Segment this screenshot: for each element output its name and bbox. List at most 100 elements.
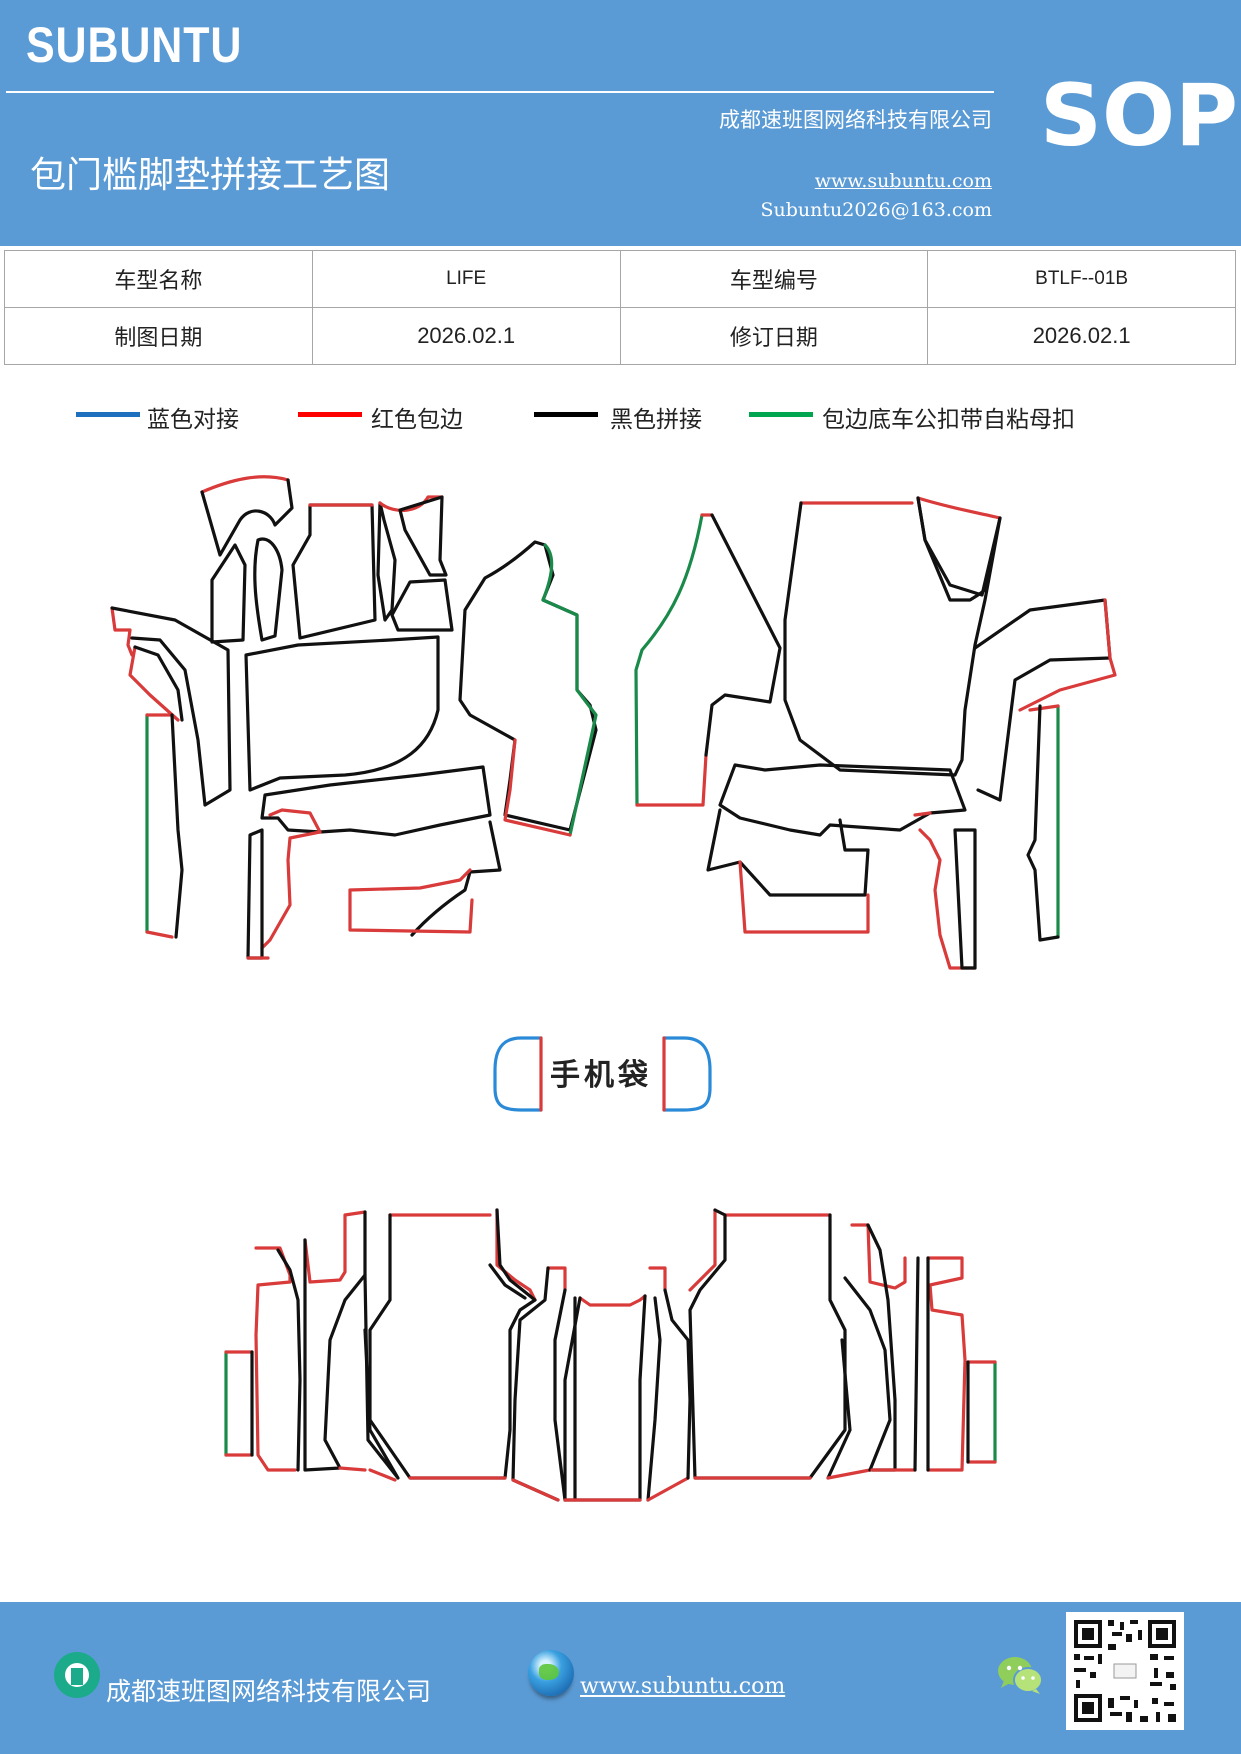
mat-piece (410, 820, 502, 937)
right-mat-set (634, 496, 1117, 970)
sill-piece (843, 1276, 892, 1472)
mat-piece (635, 513, 714, 807)
mat-piece (110, 606, 232, 807)
sill-piece (688, 1208, 832, 1292)
header: SUBUNTU SOP 成都速班图网络科技有限公司 包门槛脚垫拼接工艺图 www… (0, 0, 1241, 246)
building-icon (54, 1652, 100, 1698)
sill-piece (363, 1273, 400, 1480)
sill-piece (826, 1338, 852, 1480)
sill-piece (826, 1468, 872, 1480)
mat-piece (128, 645, 180, 722)
left-mat-set (110, 475, 598, 960)
legend-swatch-black (534, 412, 598, 417)
sill-piece (303, 1210, 367, 1472)
mat-piece (253, 537, 284, 642)
mat-piece (783, 496, 1002, 777)
mat-piece (541, 543, 598, 837)
mat-piece (348, 868, 474, 934)
mat-piece (200, 475, 290, 494)
legend-label-red: 红色包边 (371, 407, 463, 433)
mat-piece (244, 635, 440, 792)
brand-logo: SUBUNTU (26, 17, 243, 73)
sill-piece (388, 1208, 537, 1302)
sop-label: SOP (1040, 66, 1239, 166)
sill-piece (511, 1478, 560, 1502)
sill-piece (926, 1256, 967, 1472)
mat-piece (738, 860, 870, 934)
sill-piece (511, 1266, 560, 1502)
legend-swatch-blue (76, 412, 140, 417)
legend-label-green: 包边底车公扣带自粘母扣 (822, 407, 1075, 433)
mat-piece (799, 496, 1002, 520)
mat-piece (916, 496, 1002, 597)
mat-piece (133, 645, 184, 722)
mat-piece (503, 738, 572, 837)
sill-piece (254, 1246, 297, 1472)
header-divider (6, 91, 994, 93)
mat-piece (718, 763, 967, 837)
footer-company: 成都速班图网络科技有限公司 (106, 1677, 432, 1706)
sill-piece (866, 1223, 897, 1472)
mat-piece (110, 606, 134, 657)
sill-piece (913, 1256, 920, 1472)
draw-date-label: 制图日期 (4, 307, 313, 365)
pocket-left-edge (493, 1036, 543, 1112)
draw-date-value: 2026.02.1 (311, 307, 621, 365)
mat-piece (704, 513, 782, 757)
sill-piece (563, 1294, 647, 1502)
legend-swatch-red (298, 412, 362, 417)
sill-piece (663, 1288, 692, 1480)
sill-piece (224, 1350, 254, 1457)
mat-piece (1026, 704, 1060, 942)
page-title: 包门槛脚垫拼接工艺图 (30, 155, 391, 196)
sill-piece (646, 1266, 690, 1502)
mat-piece (1028, 704, 1060, 712)
mat-piece (260, 808, 322, 950)
mat-piece (634, 513, 704, 807)
bottom-sill-set (224, 1208, 997, 1502)
footer-website-link[interactable]: www.subuntu.com (580, 1674, 786, 1699)
revise-date-value: 2026.02.1 (927, 307, 1236, 365)
sill-piece (546, 1266, 567, 1292)
sill-piece (338, 1466, 397, 1482)
table-row: 车型名称 LIFE 车型编号 BTLF--01B (4, 250, 1236, 308)
phone-pocket (493, 1036, 712, 1112)
mat-piece (913, 811, 977, 970)
mat-piece (378, 495, 444, 512)
sill-piece (368, 1208, 537, 1480)
sill-piece (646, 1296, 662, 1502)
mat-piece (706, 808, 870, 897)
model-code-label: 车型编号 (619, 250, 929, 308)
pocket-label: 手机袋 (550, 1058, 652, 1093)
table-row: 制图日期 2026.02.1 修订日期 2026.02.1 (4, 307, 1236, 365)
mat-piece (210, 543, 247, 644)
header-website-link[interactable]: www.subuntu.com (814, 170, 992, 192)
sill-piece (276, 1248, 302, 1472)
footer: 成都速班图网络科技有限公司 www.subuntu.com (0, 1602, 1241, 1754)
legend-label-blue: 蓝色对接 (147, 407, 239, 433)
mat-piece (398, 495, 448, 577)
wechat-icon (998, 1657, 1043, 1694)
header-company: 成都速班图网络科技有限公司 (719, 108, 992, 132)
legend-swatch-green (749, 412, 813, 417)
mat-piece (1018, 598, 1117, 712)
header-email: Subuntu2026@163.com (760, 199, 992, 221)
mat-piece (246, 828, 264, 960)
mat-piece (953, 828, 977, 970)
legend-label-black: 黑色拼接 (610, 407, 702, 433)
mat-piece (291, 503, 377, 640)
sill-piece (966, 1360, 997, 1464)
mat-piece (200, 478, 294, 557)
sill-piece (578, 1294, 647, 1307)
sill-piece (850, 1223, 907, 1290)
sill-piece (303, 1210, 367, 1284)
mat-piece (145, 713, 174, 939)
globe-icon (528, 1650, 574, 1696)
model-name-label: 车型名称 (4, 250, 313, 308)
model-name-value: LIFE (311, 250, 621, 308)
model-code-value: BTLF--01B (927, 250, 1236, 308)
sill-piece (688, 1208, 847, 1480)
revise-date-label: 修订日期 (619, 307, 929, 365)
legend: 蓝色对接 红色包边 黑色拼接 包边底车公扣带自粘母扣 (0, 400, 1241, 440)
